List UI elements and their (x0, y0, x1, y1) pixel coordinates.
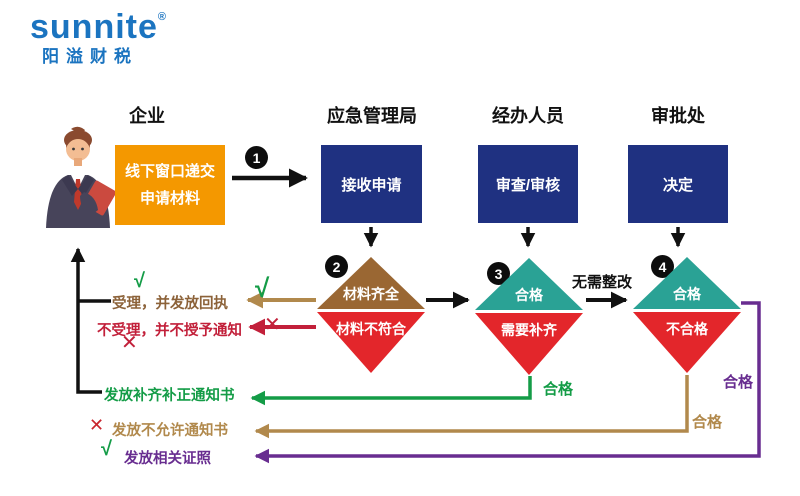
registered-trademark-icon: ® (157, 11, 167, 23)
edge-label-qualified-purple: 合格 (723, 374, 754, 391)
diamond-review-qualified-label: 合格 (515, 287, 543, 303)
outcome-accept: 受理，并发放回执 (112, 296, 228, 312)
lane-header-emergency-bureau: 应急管理局 (327, 106, 417, 126)
diamond-review-need-supplement-label: 需要补齐 (501, 322, 557, 338)
diamond-materials-nonconforming-label: 材料不符合 (336, 321, 406, 337)
outcome-reject: 不受理，并不授予通知 (97, 323, 242, 339)
edge-label-qualified-tan: 合格 (692, 414, 723, 431)
cross-icon: ✕ (89, 415, 105, 435)
decide-label: 决定 (662, 176, 693, 194)
diamond-decision-unqualified-label: 不合格 (666, 321, 708, 337)
businessman-icon (46, 126, 117, 228)
check-icon: √ (255, 273, 270, 303)
diamond-materials-complete-label: 材料齐全 (343, 286, 399, 302)
step-badge-2: 2 (325, 255, 348, 278)
process-box-review: 审查/审核 (478, 145, 578, 223)
submit-line1: 线下窗口递交 (124, 163, 215, 180)
edge-label-qualified-green: 合格 (543, 381, 574, 398)
brand-logo-text: sunnite (30, 8, 158, 46)
check-icon: √ (134, 270, 145, 292)
lane-header-approval-office: 审批处 (651, 106, 705, 126)
diamond-materials-nonconforming: 材料不符合 (317, 312, 425, 373)
process-box-decide: 决定 (628, 145, 728, 223)
lane-header-enterprise: 企业 (129, 106, 165, 126)
lane-header-handler: 经办人员 (492, 106, 564, 126)
cross-icon: ✕ (264, 314, 281, 336)
arrow-disallow-notice (254, 375, 689, 439)
cross-icon: ✕ (121, 332, 138, 354)
submit-line2: 申请材料 (139, 190, 200, 207)
diamond-review-need-supplement: 需要补齐 (475, 313, 583, 375)
step-badge-3: 3 (487, 262, 510, 285)
check-icon: √ (101, 438, 112, 460)
diamond-decision-qualified: 合格 (633, 257, 741, 309)
arrow-supplement-notice (250, 376, 532, 406)
outcome-issue-disallow-notice: 发放不允许通知书 (112, 423, 228, 439)
process-box-submit: 线下窗口递交 申请材料 (115, 145, 225, 225)
diamond-decision-qualified-label: 合格 (673, 286, 701, 302)
diamond-decision-unqualified: 不合格 (633, 312, 741, 373)
receive-label: 接收申请 (341, 176, 402, 194)
edge-label-no-rectify: 无需整改 (572, 274, 633, 291)
step-badge-1: 1 (245, 146, 268, 169)
outcome-issue-license: 发放相关证照 (124, 451, 211, 467)
outcome-issue-supplement-notice: 发放补齐补正通知书 (104, 388, 235, 404)
brand-subtitle: 阳溢财税 (42, 47, 138, 66)
brand-logo: sunnite® 阳溢财税 (30, 10, 166, 65)
process-box-receive: 接收申请 (321, 145, 422, 223)
step-badge-4: 4 (651, 255, 674, 278)
review-label: 审查/审核 (495, 176, 561, 194)
